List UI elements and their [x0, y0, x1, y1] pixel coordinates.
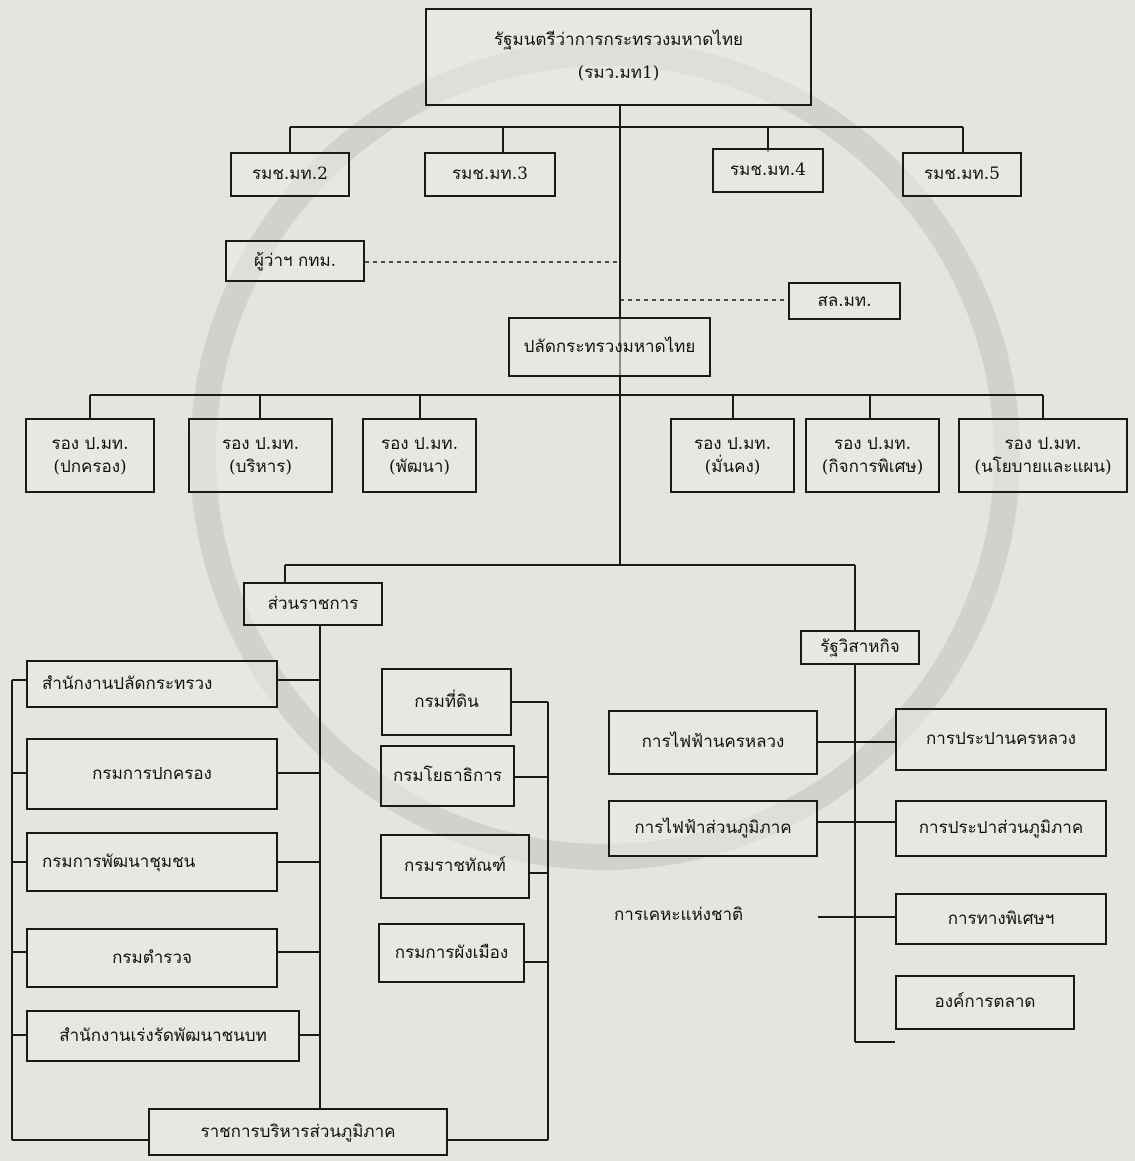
government-agencies-box: ส่วนราชการ	[243, 582, 383, 626]
deputy-ps-admin-title: รอง ป.มท.	[51, 433, 129, 454]
dept-corrections-box: กรมราชทัณฑ์	[380, 834, 530, 899]
dept-town-planning-label: กรมการผังเมือง	[394, 942, 509, 963]
office-ps-label: สำนักงานปลัดกระทรวง	[42, 673, 213, 694]
dept-lands-box: กรมที่ดิน	[381, 668, 512, 736]
deputy-ps-security-box: รอง ป.มท. (มั่นคง)	[670, 418, 795, 493]
deputy-ps-security-sub: (มั่นคง)	[704, 456, 761, 477]
dept-corrections-label: กรมราชทัณฑ์	[404, 856, 506, 877]
deputy-ps-policy-box: รอง ป.มท. (นโยบายและแผน)	[958, 418, 1128, 493]
deputy-ps-admin-box: รอง ป.มท. (ปกครอง)	[25, 418, 155, 493]
dept-provincial-admin-label: กรมการปกครอง	[92, 763, 212, 784]
expressway-label: การทางพิเศษฯ	[947, 908, 1055, 929]
dept-provincial-admin-box: กรมการปกครอง	[26, 738, 278, 810]
minister-box: รัฐมนตรีว่าการกระทรวงมหาดไทย (รมว.มท1)	[425, 8, 812, 106]
deputy-ps-policy-sub: (นโยบายและแผน)	[974, 456, 1112, 477]
deputy-ps-admin-sub: (ปกครอง)	[53, 456, 127, 477]
deputy-ps-management-sub: (บริหาร)	[228, 456, 293, 477]
mwa-box: การประปานครหลวง	[895, 708, 1107, 771]
permanent-secretary-label: ปลัดกระทรวงมหาดไทย	[523, 336, 696, 357]
pwa-box: การประปาส่วนภูมิภาค	[895, 800, 1107, 857]
state-enterprises-box: รัฐวิสาหกิจ	[800, 630, 920, 665]
pwa-label: การประปาส่วนภูมิภาค	[918, 818, 1084, 839]
deputy-ps-special-sub: (กิจการพิเศษ)	[821, 456, 924, 477]
pea-box: การไฟฟ้าส่วนภูมิภาค	[608, 800, 818, 857]
dept-police-box: กรมตำรวจ	[26, 928, 278, 988]
deputy-ps-special-title: รอง ป.มท.	[833, 433, 912, 454]
state-enterprises-label: รัฐวิสาหกิจ	[820, 637, 900, 658]
deputy-ps-development-box: รอง ป.มท. (พัฒนา)	[362, 418, 477, 493]
dept-town-planning-box: กรมการผังเมือง	[378, 923, 525, 983]
deputy-minister-5-label: รมช.มท.5	[924, 164, 1000, 185]
bma-governor-box: ผู้ว่าฯ กทม.	[225, 240, 365, 282]
pea-label: การไฟฟ้าส่วนภูมิภาค	[634, 818, 792, 839]
deputy-minister-2-box: รมช.มท.2	[230, 152, 350, 197]
mea-label: การไฟฟ้านครหลวง	[641, 732, 785, 753]
dept-community-dev-label: กรมการพัฒนาชุมชน	[42, 851, 196, 872]
market-org-box: องค์การตลาด	[895, 975, 1075, 1030]
ministry-office-label: สล.มท.	[817, 290, 872, 311]
deputy-minister-4-label: รมช.มท.4	[730, 160, 806, 181]
dept-lands-label: กรมที่ดิน	[414, 691, 479, 712]
regional-admin-box: ราชการบริหารส่วนภูมิภาค	[148, 1108, 448, 1156]
nha-label: การเคหะแห่งชาติ	[614, 904, 744, 925]
permanent-secretary-box: ปลัดกระทรวงมหาดไทย	[508, 317, 711, 377]
nha-box: การเคหะแห่งชาติ	[600, 895, 818, 935]
office-rural-dev-box: สำนักงานเร่งรัดพัฒนาชนบท	[26, 1010, 300, 1062]
deputy-ps-development-title: รอง ป.มท.	[380, 433, 459, 454]
deputy-minister-3-label: รมช.มท.3	[452, 164, 528, 185]
deputy-ps-special-box: รอง ป.มท. (กิจการพิเศษ)	[805, 418, 940, 493]
mea-box: การไฟฟ้านครหลวง	[608, 710, 818, 775]
expressway-box: การทางพิเศษฯ	[895, 893, 1107, 945]
government-agencies-label: ส่วนราชการ	[267, 593, 359, 614]
deputy-ps-policy-title: รอง ป.มท.	[1004, 433, 1082, 454]
deputy-ps-development-sub: (พัฒนา)	[389, 456, 450, 477]
mwa-label: การประปานครหลวง	[926, 729, 1076, 750]
ministry-office-box: สล.มท.	[788, 282, 901, 320]
deputy-minister-3-box: รมช.มท.3	[424, 152, 556, 197]
deputy-ps-security-title: รอง ป.มท.	[693, 433, 772, 454]
deputy-ps-management-title: รอง ป.มท.	[221, 433, 300, 454]
dept-community-dev-box: กรมการพัฒนาชุมชน	[26, 832, 278, 892]
minister-abbr: (รมว.มท1)	[577, 63, 660, 83]
market-org-label: องค์การตลาด	[934, 992, 1036, 1013]
office-ps-box: สำนักงานปลัดกระทรวง	[26, 660, 278, 708]
dept-public-works-box: กรมโยธาธิการ	[380, 745, 515, 807]
regional-admin-label: ราชการบริหารส่วนภูมิภาค	[200, 1121, 396, 1142]
deputy-minister-2-label: รมช.มท.2	[252, 164, 328, 185]
bma-governor-label: ผู้ว่าฯ กทม.	[253, 250, 337, 271]
office-rural-dev-label: สำนักงานเร่งรัดพัฒนาชนบท	[59, 1025, 267, 1046]
deputy-minister-4-box: รมช.มท.4	[712, 148, 824, 193]
minister-title: รัฐมนตรีว่าการกระทรวงมหาดไทย	[493, 30, 744, 51]
deputy-minister-5-box: รมช.มท.5	[902, 152, 1022, 197]
dept-public-works-label: กรมโยธาธิการ	[393, 765, 502, 786]
dept-police-label: กรมตำรวจ	[112, 947, 192, 968]
deputy-ps-management-box: รอง ป.มท. (บริหาร)	[188, 418, 333, 493]
